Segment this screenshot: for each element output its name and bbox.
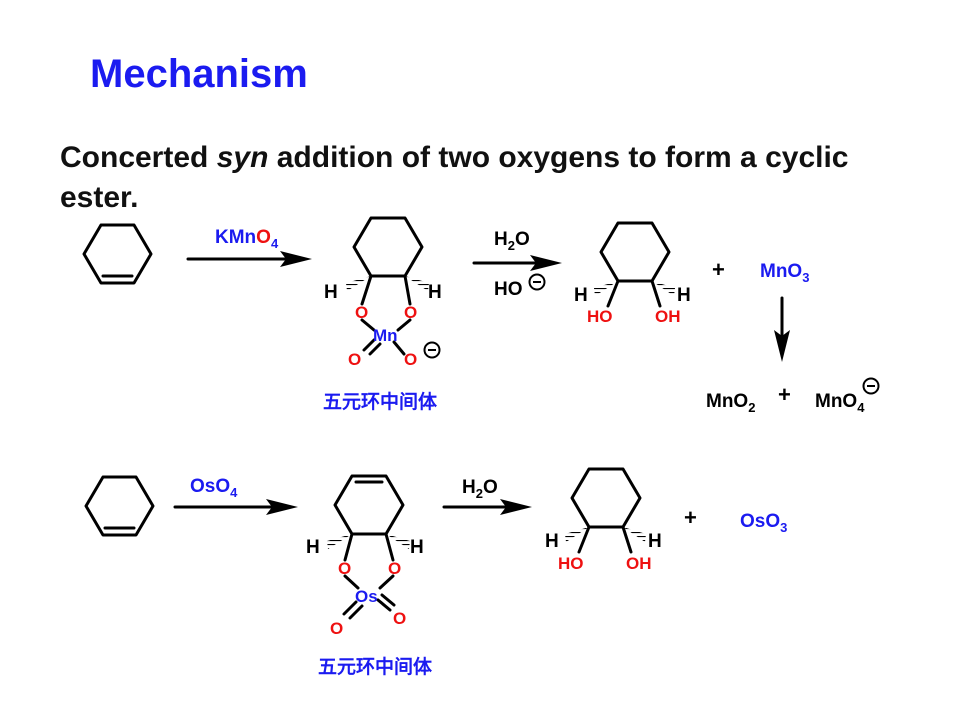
ester-o-left: O bbox=[355, 303, 368, 322]
plus-sign-2: + bbox=[778, 382, 791, 407]
mno2-formula: MnO bbox=[706, 391, 748, 412]
description-end: addition of two oxygens to form a cyclic… bbox=[60, 141, 849, 214]
kmno4-oxygen: O bbox=[256, 227, 271, 248]
mno3-subscript: 3 bbox=[802, 270, 809, 285]
product-1-hydroxyl-right: OH bbox=[655, 307, 681, 326]
cis-diol-product-2: H H HO OH bbox=[545, 467, 662, 573]
mno4-subscript: 4 bbox=[857, 400, 865, 415]
kmno4-subscript: 4 bbox=[271, 236, 279, 251]
oso4-reagent: OsO4 bbox=[190, 476, 238, 500]
cis-diol-product-1: H H HO OH bbox=[574, 221, 691, 326]
water-2-o: O bbox=[483, 477, 498, 498]
mno3-byproduct: MnO3 bbox=[760, 261, 809, 285]
negative-charge-icon bbox=[528, 273, 546, 291]
osmate-oxo-left: O bbox=[330, 619, 343, 638]
ester-o-right: O bbox=[404, 303, 417, 322]
kmno4-k-mn: KMn bbox=[215, 227, 256, 248]
disproportionation-arrow bbox=[774, 296, 790, 362]
osmate-ester-intermediate: H H O O Os O O bbox=[306, 474, 424, 638]
plus-sign-1: + bbox=[712, 257, 725, 282]
oxide-o: O bbox=[404, 350, 417, 369]
water-reagent-2: H2O bbox=[462, 477, 498, 501]
negative-charge-icon bbox=[423, 341, 441, 359]
oso4-arrow bbox=[173, 499, 298, 515]
product-1-h-right: H bbox=[677, 285, 691, 306]
permanganate-ion: MnO4 bbox=[815, 391, 865, 415]
intermediate-h-left: H bbox=[324, 282, 338, 303]
water-2-h: H bbox=[462, 477, 476, 498]
manganese-center: Mn bbox=[373, 326, 398, 345]
negative-charge-icon bbox=[862, 377, 880, 395]
slide-title: Mechanism bbox=[90, 52, 308, 96]
oso4-formula: OsO bbox=[190, 476, 230, 497]
description-start: Concerted bbox=[60, 141, 217, 174]
mno4-formula: MnO bbox=[815, 391, 857, 412]
product-2-hydroxyl-right: OH bbox=[626, 554, 652, 573]
mno3-formula: MnO bbox=[760, 261, 802, 282]
hydroxide-reagent: HO bbox=[494, 279, 523, 300]
hydrolysis-arrow-1 bbox=[472, 255, 562, 271]
osmate-h-left: H bbox=[306, 537, 320, 558]
water-2-subscript: 2 bbox=[476, 486, 483, 501]
osmate-o-right: O bbox=[388, 559, 401, 578]
intermediate-h-right: H bbox=[428, 282, 442, 303]
water-1-o: O bbox=[515, 229, 530, 250]
description-emphasis: syn bbox=[216, 141, 269, 174]
water-1-subscript: 2 bbox=[508, 238, 515, 253]
oso3-subscript: 3 bbox=[780, 520, 787, 535]
product-1-hydroxyl-left: HO bbox=[587, 307, 613, 326]
osmate-oxo-right: O bbox=[393, 609, 406, 628]
mno2-product: MnO2 bbox=[706, 391, 755, 415]
intermediate-caption-mn: 五元环中间体 bbox=[323, 390, 438, 413]
cyclohexene-1 bbox=[82, 223, 153, 285]
oso4-subscript: 4 bbox=[230, 485, 238, 500]
water-1-h: H bbox=[494, 229, 508, 250]
product-2-hydroxyl-left: HO bbox=[558, 554, 584, 573]
intermediate-caption-os: 五元环中间体 bbox=[318, 655, 433, 678]
product-2-h-left: H bbox=[545, 531, 559, 552]
cyclohexene-2 bbox=[84, 475, 155, 537]
mechanism-description: Concerted syn addition of two oxygens to… bbox=[60, 138, 920, 218]
osmate-h-right: H bbox=[410, 537, 424, 558]
mno2-subscript: 2 bbox=[748, 400, 755, 415]
oxo-o: O bbox=[348, 350, 361, 369]
product-2-h-right: H bbox=[648, 531, 662, 552]
kmno4-arrow bbox=[186, 251, 312, 267]
product-1-h-left: H bbox=[574, 285, 588, 306]
plus-sign-3: + bbox=[684, 505, 697, 530]
oso3-formula: OsO bbox=[740, 511, 780, 532]
hydrolysis-arrow-2 bbox=[442, 499, 532, 515]
water-reagent-1: H2O bbox=[494, 229, 530, 253]
osmium-center: Os bbox=[355, 587, 378, 606]
osmate-o-left: O bbox=[338, 559, 351, 578]
manganate-ester-intermediate: H H O O Mn O O bbox=[324, 216, 442, 369]
oso3-byproduct: OsO3 bbox=[740, 511, 787, 535]
kmno4-reagent: KMnO4 bbox=[215, 227, 279, 251]
